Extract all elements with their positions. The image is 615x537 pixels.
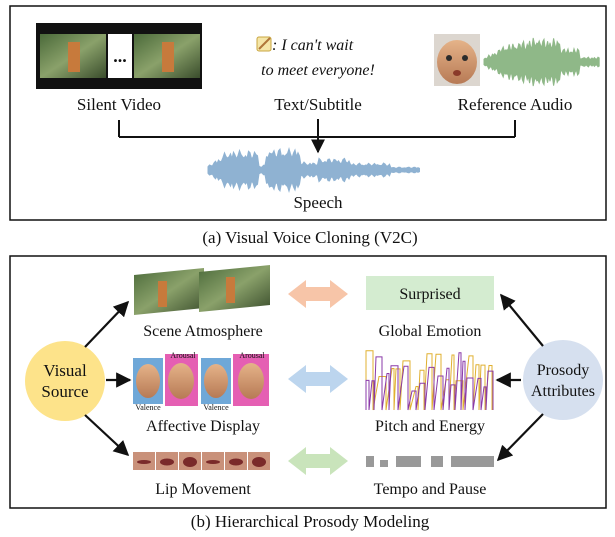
double-arrow-orange	[288, 280, 348, 308]
panel-a-caption: (a) Visual Voice Cloning (V2C)	[202, 228, 417, 247]
affective-display-label: Affective Display	[146, 418, 260, 435]
lip-movement-image	[133, 452, 270, 470]
prosody-line1: Prosody	[537, 362, 589, 379]
merge-connector	[118, 119, 516, 154]
emotion-box	[366, 276, 494, 310]
lip-mouth	[206, 460, 220, 464]
prosody-arrows	[495, 293, 544, 462]
reference-audio-label: Reference Audio	[458, 95, 573, 114]
speech-label: Speech	[293, 193, 343, 212]
note-icon	[256, 36, 272, 52]
lip-movement-label: Lip Movement	[155, 481, 251, 498]
speech-waveform	[207, 146, 420, 194]
valence-label-2: Valence	[203, 403, 229, 412]
valence-label-1: Valence	[135, 403, 161, 412]
scene-atmosphere-image	[134, 265, 270, 315]
subtitle-line2: to meet everyone!	[261, 62, 375, 79]
silent-video-label: Silent Video	[77, 95, 161, 114]
panel-b-caption: (b) Hierarchical Prosody Modeling	[191, 512, 430, 531]
reference-speaker-face	[434, 34, 480, 86]
video-ellipsis: ...	[113, 46, 127, 66]
affective-display-image: Arousal Arousal Valence Valence	[133, 351, 269, 412]
visual-source-arrows	[84, 300, 132, 457]
visual-source-line1: Visual	[43, 361, 87, 380]
scene-atmosphere-label: Scene Atmosphere	[143, 323, 263, 340]
prosody-line2: Attributes	[531, 383, 595, 400]
visual-source-line2: Source	[41, 382, 88, 401]
panel-b-frame	[9, 255, 607, 509]
double-arrow-blue	[288, 365, 348, 393]
pitch-energy-plot	[365, 350, 494, 411]
text-subtitle-label: Text/Subtitle	[274, 95, 362, 114]
lip-mouth	[160, 458, 174, 466]
prosody-attributes-node: Prosody Attributes	[523, 340, 603, 420]
tempo-pause-bars	[366, 456, 494, 467]
lip-mouth	[252, 457, 266, 467]
reference-audio-waveform	[483, 37, 600, 87]
visual-source-node: Visual Source	[25, 341, 105, 421]
arousal-label-1: Arousal	[170, 351, 196, 360]
silent-video-filmstrip: ...	[36, 23, 202, 89]
pitch-energy-line	[365, 352, 494, 411]
pitch-energy-line	[365, 350, 493, 411]
global-emotion-label: Global Emotion	[379, 323, 482, 340]
double-arrow-green	[288, 447, 348, 475]
tempo-pause-label: Tempo and Pause	[374, 481, 487, 498]
lip-mouth	[229, 458, 243, 466]
panel-a-frame	[9, 5, 607, 221]
lip-mouth	[183, 457, 197, 467]
subtitle-line1: : I can't wait	[272, 37, 354, 54]
pitch-energy-label: Pitch and Energy	[375, 418, 485, 435]
lip-mouth	[137, 460, 151, 464]
arousal-label-2: Arousal	[239, 351, 265, 360]
emotion-box-label: Surprised	[399, 286, 460, 303]
